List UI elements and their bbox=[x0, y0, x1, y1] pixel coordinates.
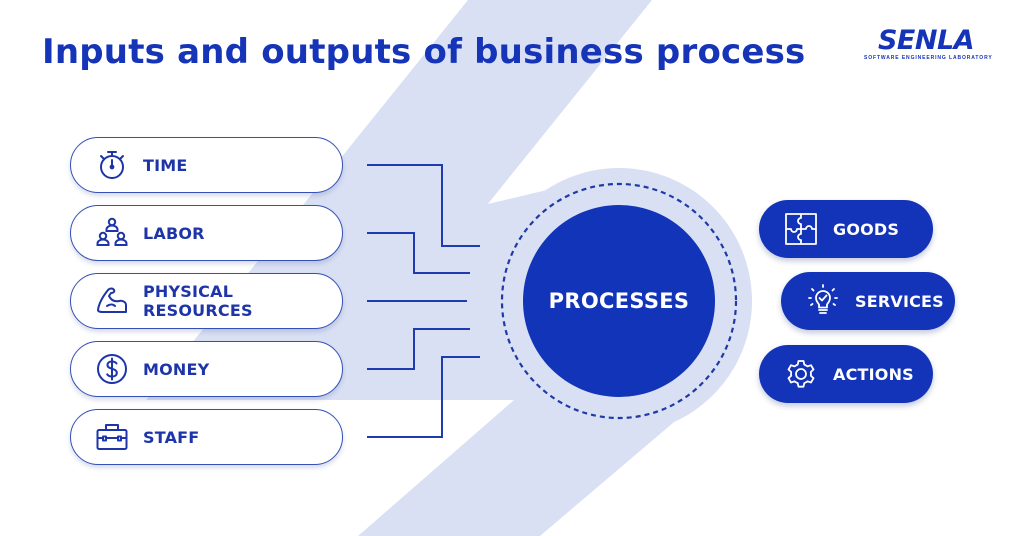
output-services: SERVICES bbox=[781, 272, 955, 330]
processes-label: PROCESSES bbox=[548, 289, 690, 313]
processes-circle: PROCESSES bbox=[523, 205, 715, 397]
input-label: MONEY bbox=[143, 359, 210, 379]
output-label: ACTIONS bbox=[833, 364, 914, 384]
input-labor: LABOR bbox=[70, 205, 343, 261]
briefcase-icon bbox=[95, 420, 129, 454]
input-money: MONEY bbox=[70, 341, 343, 397]
dollar-coin-icon bbox=[95, 352, 129, 386]
connector-time bbox=[367, 164, 480, 247]
lower-diagonal-band bbox=[358, 360, 700, 536]
input-time: TIME bbox=[70, 137, 343, 193]
connector-staff bbox=[367, 356, 480, 438]
lightbulb-check-icon bbox=[805, 283, 841, 319]
gear-icon bbox=[783, 356, 819, 392]
input-label: LABOR bbox=[143, 223, 205, 243]
connector-money bbox=[367, 328, 470, 370]
connector-labor bbox=[367, 232, 470, 274]
input-staff: STAFF bbox=[70, 409, 343, 465]
senla-logo: SENLA SOFTWARE ENGINEERING LABORATORY bbox=[864, 25, 993, 63]
logo-tagline: SOFTWARE ENGINEERING LABORATORY bbox=[864, 55, 993, 61]
input-physical-resources: PHYSICAL RESOURCES bbox=[70, 273, 343, 329]
page-title: Inputs and outputs of business process bbox=[42, 32, 806, 72]
output-label: GOODS bbox=[833, 219, 900, 239]
output-goods: GOODS bbox=[759, 200, 933, 258]
output-label: SERVICES bbox=[855, 291, 944, 311]
logo-wordmark: SENLA bbox=[877, 25, 975, 56]
output-actions: ACTIONS bbox=[759, 345, 933, 403]
puzzle-icon bbox=[783, 211, 819, 247]
input-label: PHYSICAL RESOURCES bbox=[143, 282, 253, 320]
connector-lines bbox=[367, 164, 480, 438]
input-label: TIME bbox=[143, 155, 188, 175]
team-hierarchy-icon bbox=[95, 216, 129, 250]
input-label: STAFF bbox=[143, 427, 200, 447]
dashed-ring bbox=[500, 182, 738, 420]
flexed-arm-icon bbox=[95, 284, 129, 318]
stopwatch-icon bbox=[95, 148, 129, 182]
